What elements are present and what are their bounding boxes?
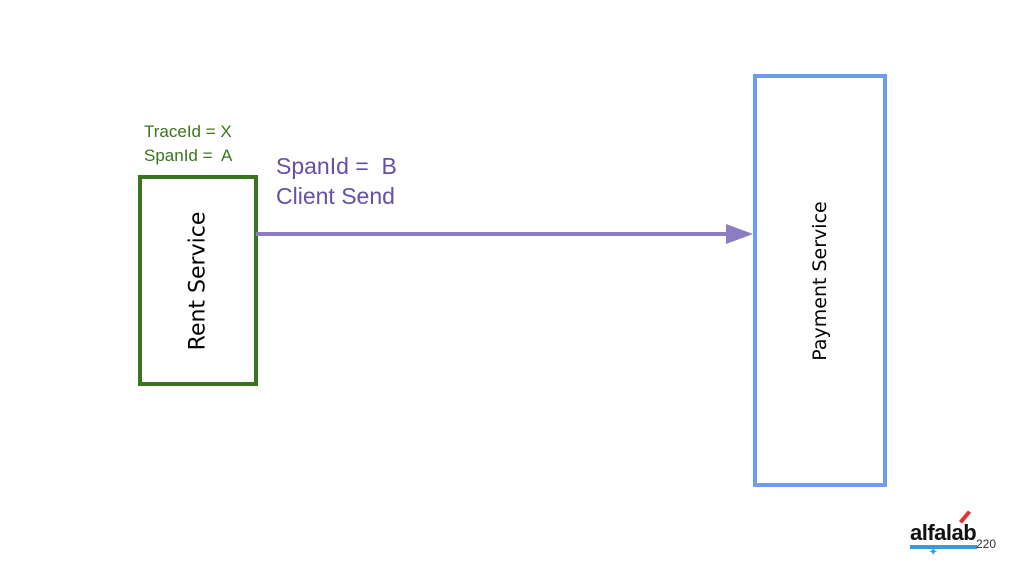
payment-service-box: Payment Service [753, 74, 887, 487]
alfalab-logo: alfalab ✦ [910, 510, 977, 558]
logo-star-icon: ✦ [929, 547, 937, 558]
client-send-label: Client Send [276, 183, 395, 209]
span-id-b-label: SpanId = B [276, 153, 397, 179]
logo-underline [910, 545, 977, 549]
call-arrow-head [726, 224, 753, 244]
trace-id-label: TraceId = X [144, 122, 232, 141]
logo-text: alfalab [910, 520, 977, 545]
span-id-a-label: SpanId = A [144, 146, 233, 165]
page-number: 220 [976, 537, 997, 551]
trace-labels: TraceId = X SpanId = A [144, 120, 232, 168]
payment-service-label: Payment Service [809, 200, 831, 361]
rent-service-box: Rent Service [138, 175, 258, 386]
call-labels: SpanId = B Client Send [276, 151, 397, 211]
